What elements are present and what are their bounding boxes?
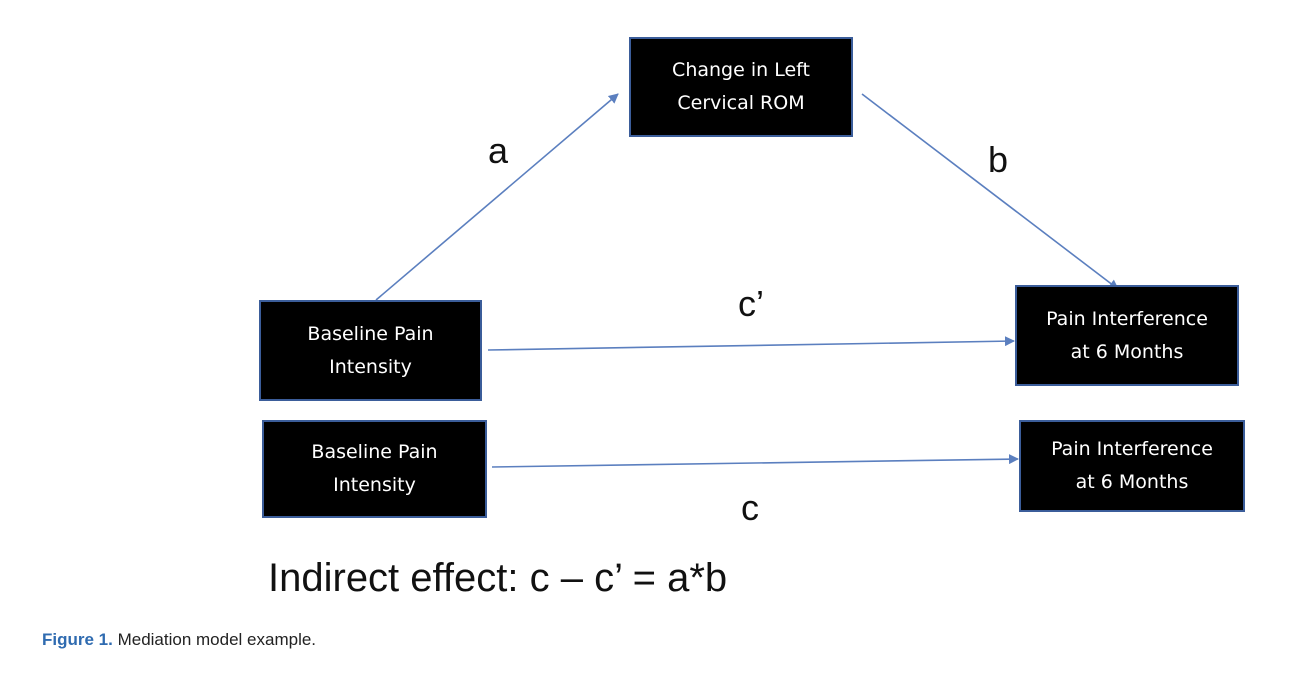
arrow-a — [375, 93, 619, 301]
predictor-box-top: Baseline Pain Intensity — [259, 300, 482, 401]
arrow-c-prime — [487, 336, 1015, 351]
outcome-label-bottom: Pain Interference at 6 Months — [1051, 438, 1213, 493]
figure-caption-label: Figure 1. — [42, 630, 113, 649]
figure-caption: Figure 1. Mediation model example. — [42, 630, 316, 650]
indirect-effect-formula: Indirect effect: c – c’ = a*b — [268, 556, 728, 600]
mediator-box: Change in Left Cervical ROM — [629, 37, 853, 137]
predictor-label-top: Baseline Pain Intensity — [307, 322, 434, 378]
outcome-box-top: Pain Interference at 6 Months — [1015, 285, 1239, 386]
outcome-box-bottom: Pain Interference at 6 Months — [1019, 420, 1245, 512]
predictor-label-bottom: Baseline Pain Intensity — [311, 441, 438, 496]
outcome-label-top: Pain Interference at 6 Months — [1046, 307, 1208, 363]
arrow-c — [491, 454, 1019, 468]
path-label-a: a — [488, 130, 509, 171]
predictor-box-bottom: Baseline Pain Intensity — [262, 420, 487, 518]
path-label-c-prime: c’ — [738, 283, 764, 324]
arrow-b — [861, 93, 1119, 290]
mediator-label: Change in Left Cervical ROM — [672, 59, 810, 114]
path-label-b: b — [988, 139, 1009, 180]
path-label-c: c — [741, 487, 759, 528]
figure-caption-text: Mediation model example. — [112, 630, 317, 649]
